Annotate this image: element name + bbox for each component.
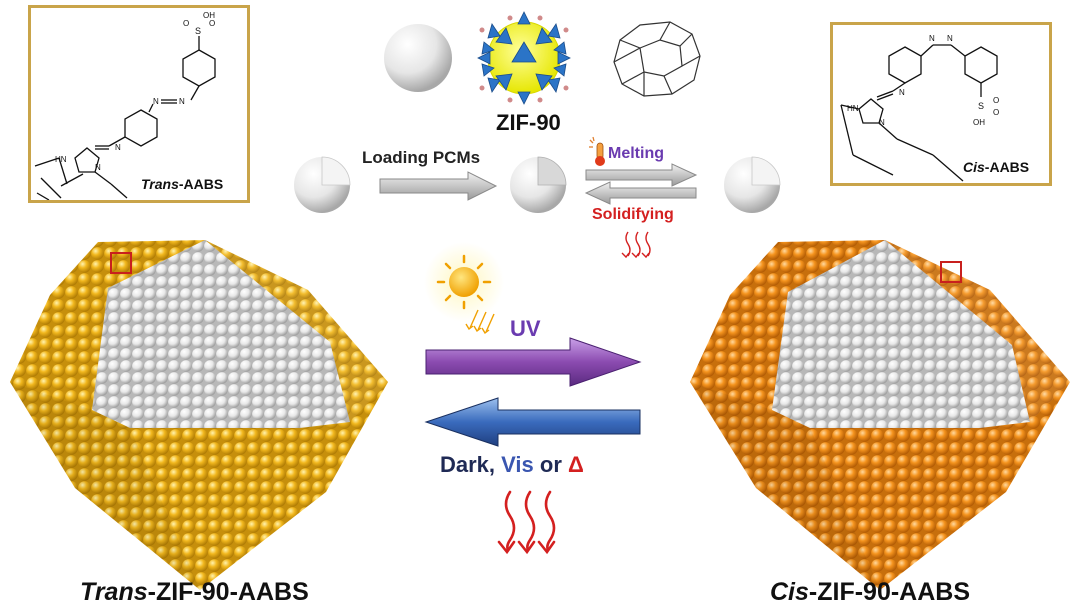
trans-s-label: S	[195, 26, 201, 36]
trans-hn-label: HN	[55, 155, 67, 164]
sphere-cut-right	[724, 156, 781, 213]
trans-oh-label: OH	[203, 11, 215, 20]
cis-highlight-square	[940, 261, 962, 283]
solidifying-arrow	[584, 181, 697, 205]
trans-aabs-molecule: S O O OH N N N HN N	[34, 11, 216, 200]
cis-aabs-label: Cis-AABS	[963, 159, 1030, 175]
trans-o2-label: O	[209, 19, 215, 28]
sod-polyhedron	[613, 21, 701, 97]
cis-n1-label: N	[929, 34, 935, 43]
cis-o2-label: O	[993, 108, 999, 117]
cis-hn-label: HN	[847, 104, 859, 113]
cis-imine-label: N	[899, 88, 905, 97]
cis-s-label: S	[978, 101, 984, 111]
or-text: or	[533, 452, 569, 477]
vis-text: Vis	[501, 452, 534, 477]
loading-arrow	[379, 171, 498, 201]
delta-text: Δ	[568, 452, 584, 477]
melting-label: Melting	[608, 145, 664, 162]
cis-oh-label: OH	[973, 118, 985, 127]
pcm-sphere	[384, 24, 452, 92]
cis-nring-label: N	[879, 118, 885, 127]
sun-icon	[424, 242, 504, 335]
melting-arrow	[585, 163, 698, 187]
trans-n2-label: N	[153, 97, 159, 106]
sphere-cut-left	[294, 156, 351, 213]
trans-crystal	[10, 240, 388, 590]
zif90-label: ZIF-90	[496, 110, 561, 135]
cis-o1-label: O	[993, 96, 999, 105]
trans-o1-label: O	[183, 19, 189, 28]
trans-highlight-square	[110, 252, 132, 274]
cis-aabs-molecule: N N N HN N S O O OH	[840, 34, 999, 182]
cis-zif-title: Cis-ZIF-90-AABS	[770, 578, 971, 606]
cis-crystal	[690, 240, 1070, 590]
heat-wave-icon-large	[497, 490, 556, 555]
cis-n2-label: N	[947, 34, 953, 43]
zif90-framework	[477, 11, 571, 105]
loading-pcms-label: Loading PCMs	[362, 148, 481, 167]
cis-aabs-structure-box: N N N HN N S O O OH Cis-AABS	[830, 22, 1052, 186]
solidifying-label: Solidifying	[592, 206, 674, 223]
trans-aabs-label: Trans-AABS	[141, 176, 224, 192]
trans-nring-label: N	[95, 163, 101, 172]
dark-vis-delta-label: Dark, Vis or Δ	[440, 452, 584, 478]
uv-arrow	[425, 337, 642, 387]
trans-zif-title: Trans-ZIF-90-AABS	[80, 578, 309, 606]
trans-imine-label: N	[115, 143, 121, 152]
trans-n1-label: N	[179, 97, 185, 106]
thermometer-icon	[589, 136, 605, 166]
sphere-cut-middle	[510, 156, 567, 213]
uv-label: UV	[510, 316, 541, 341]
trans-aabs-structure-box: S O O OH N N N HN N Trans-AABS	[28, 5, 250, 203]
return-arrow	[424, 397, 641, 447]
heat-wave-icon-small	[621, 231, 651, 259]
svg-text:S: S	[195, 26, 201, 36]
dark-text: Dark,	[440, 452, 502, 477]
